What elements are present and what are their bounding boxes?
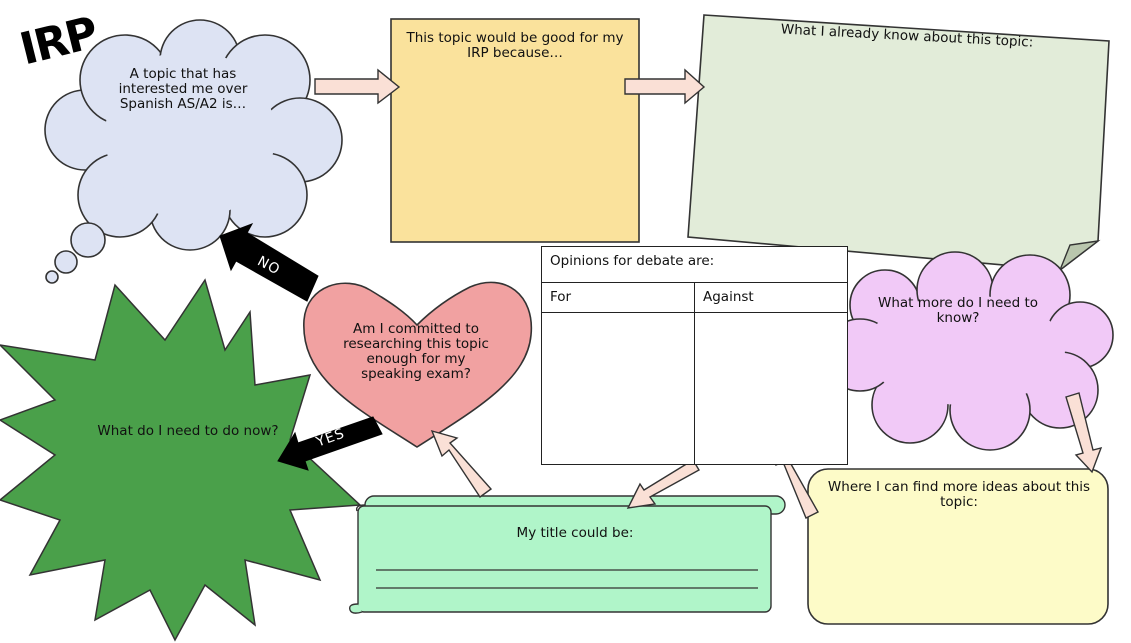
note-good-text: This topic would be good for my IRP beca… <box>406 30 624 61</box>
scroll-title <box>348 495 786 614</box>
box-more-ideas <box>807 468 1109 625</box>
debate-header: Opinions for debate are: <box>541 246 848 283</box>
cloud-more-text: What more do I need to know? <box>878 295 1038 326</box>
debate-table: Opinions for debate are: For Against <box>541 246 848 465</box>
arrow-no <box>219 223 319 302</box>
arrow-cloud-to-note <box>314 68 401 105</box>
debate-col-for: For <box>541 282 695 313</box>
arrow-note-to-paper <box>624 68 706 105</box>
paper-already-know <box>687 14 1110 273</box>
cloud-more-to-know <box>823 251 1114 451</box>
arrow-scroll-to-heart <box>430 429 493 498</box>
thought-cloud-topic <box>44 19 343 284</box>
debate-for-cell <box>541 312 695 465</box>
cloud-topic-text: A topic that has interested me over Span… <box>118 66 248 112</box>
note-good-for-irp <box>390 18 640 243</box>
arrow-cloud-to-box <box>1065 392 1103 474</box>
heart-committed <box>303 281 533 448</box>
debate-col-against: Against <box>694 282 848 313</box>
star-text: What do I need to do now? <box>97 423 279 439</box>
arrow-table-to-scroll <box>626 459 700 509</box>
heart-text: Am I committed to researching this topic… <box>343 321 489 382</box>
scroll-title-text: My title could be: <box>516 525 634 541</box>
box-ideas-text: Where I can find more ideas about this t… <box>827 479 1091 510</box>
debate-against-cell <box>694 312 848 465</box>
arrow-yes <box>277 416 383 471</box>
starburst-need-to-do <box>0 278 362 642</box>
